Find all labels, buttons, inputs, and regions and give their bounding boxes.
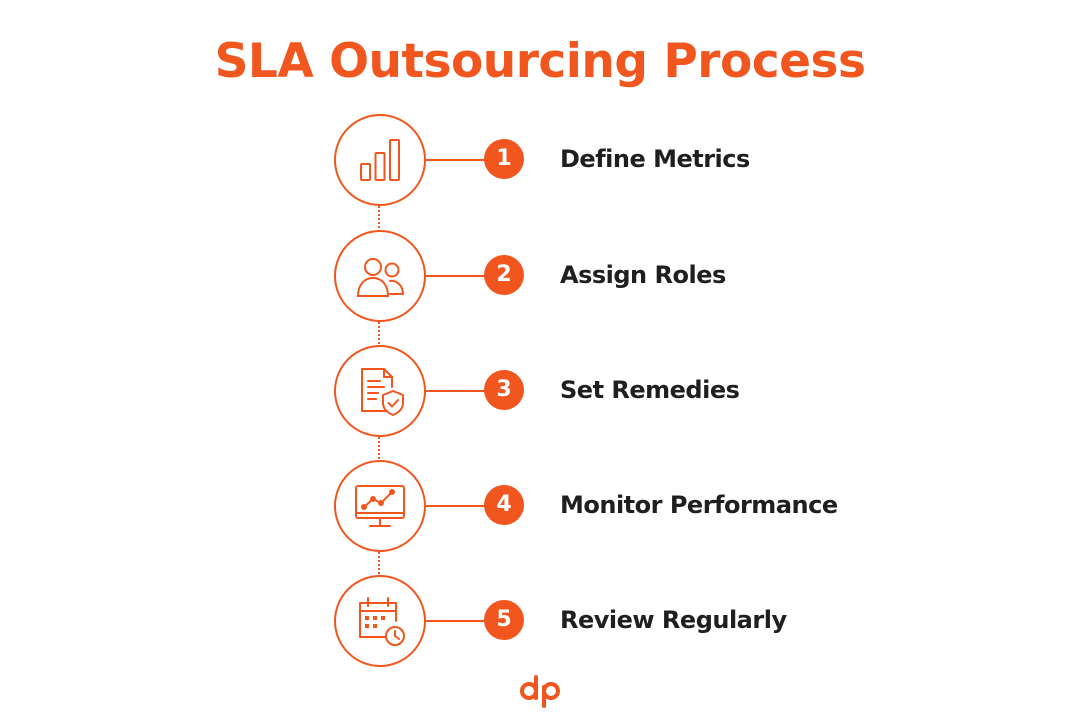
calendar-clock-icon bbox=[359, 597, 405, 646]
step-connector-dots-2 bbox=[378, 322, 380, 344]
step-1-number-badge: 1 bbox=[484, 139, 524, 179]
dp-logo-icon bbox=[520, 675, 560, 708]
bar-chart-icon bbox=[360, 139, 400, 181]
step-1-connector bbox=[424, 159, 486, 161]
people-icon bbox=[356, 258, 405, 297]
step-4-number-badge: 4 bbox=[484, 485, 524, 525]
step-connector-dots-4 bbox=[378, 552, 380, 574]
step-4-label: Monitor Performance bbox=[560, 491, 838, 519]
step-4-connector bbox=[424, 505, 486, 507]
step-5-number-badge: 5 bbox=[484, 600, 524, 640]
step-connector-dots-3 bbox=[378, 437, 380, 459]
step-5-label: Review Regularly bbox=[560, 606, 787, 634]
step-connector-dots-1 bbox=[378, 206, 380, 228]
step-1-icon-circle bbox=[334, 114, 426, 206]
step-4: 4 Monitor Performance bbox=[0, 460, 1080, 552]
step-2: 2 Assign Roles bbox=[0, 230, 1080, 322]
step-2-icon-circle bbox=[334, 230, 426, 322]
step-2-label: Assign Roles bbox=[560, 261, 726, 289]
step-3-icon-circle bbox=[334, 345, 426, 437]
step-1-label: Define Metrics bbox=[560, 145, 750, 173]
page-title: SLA Outsourcing Process bbox=[214, 34, 866, 89]
monitor-chart-icon bbox=[355, 485, 405, 527]
document-shield-icon bbox=[361, 368, 404, 416]
step-2-connector bbox=[424, 275, 486, 277]
step-3-connector bbox=[424, 390, 486, 392]
step-5-icon-circle bbox=[334, 575, 426, 667]
step-3-number-badge: 3 bbox=[484, 370, 524, 410]
step-5-connector bbox=[424, 620, 486, 622]
step-3-label: Set Remedies bbox=[560, 376, 740, 404]
step-2-number-badge: 2 bbox=[484, 255, 524, 295]
step-3: 3 Set Remedies bbox=[0, 345, 1080, 437]
step-5: 5 Review Regularly bbox=[0, 575, 1080, 667]
step-1: 1 Define Metrics bbox=[0, 114, 1080, 206]
step-4-icon-circle bbox=[334, 460, 426, 552]
